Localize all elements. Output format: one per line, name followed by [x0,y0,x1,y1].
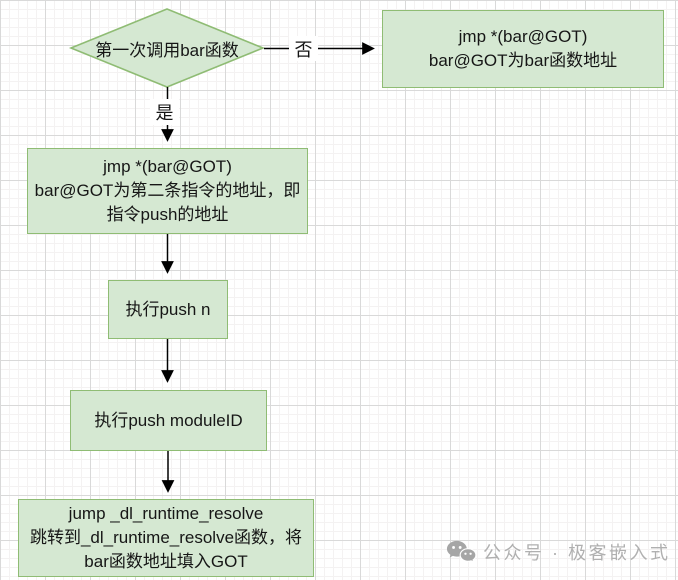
watermark: 公众号 · 极客嵌入式 [446,538,671,566]
node-got-unresolved: jmp *(bar@GOT) bar@GOT为第二条指令的地址，即指令push的… [27,148,308,234]
wechat-icon [446,540,476,564]
node-push-n-label: 执行push n [125,299,211,319]
node-push-module-id-label: 执行push moduleID [94,410,243,430]
branch-label-yes: 是 [150,99,179,125]
node-push-module-id: 执行push moduleID [70,390,267,451]
decision-label: 第一次调用bar函数 [95,40,239,60]
node-got-resolved-line2: bar@GOT为bar函数地址 [428,51,618,70]
node-got-unresolved-line2: bar@GOT为第二条指令的地址，即指令push的地址 [34,181,301,224]
node-runtime-resolve: jump _dl_runtime_resolve 跳转到_dl_runtime_… [18,499,314,577]
node-got-unresolved-line1: jmp *(bar@GOT) [103,157,232,176]
branch-label-no: 否 [289,36,318,61]
node-got-resolved-line1: jmp *(bar@GOT) [458,27,588,46]
watermark-text: 公众号 · 极客嵌入式 [483,543,671,563]
node-runtime-resolve-line2: 跳转到_dl_runtime_resolve函数，将bar函数地址填入GOT [29,528,303,571]
node-got-resolved: jmp *(bar@GOT) bar@GOT为bar函数地址 [382,10,664,88]
node-runtime-resolve-line1: jump _dl_runtime_resolve [68,504,264,523]
node-push-n: 执行push n [108,280,228,339]
